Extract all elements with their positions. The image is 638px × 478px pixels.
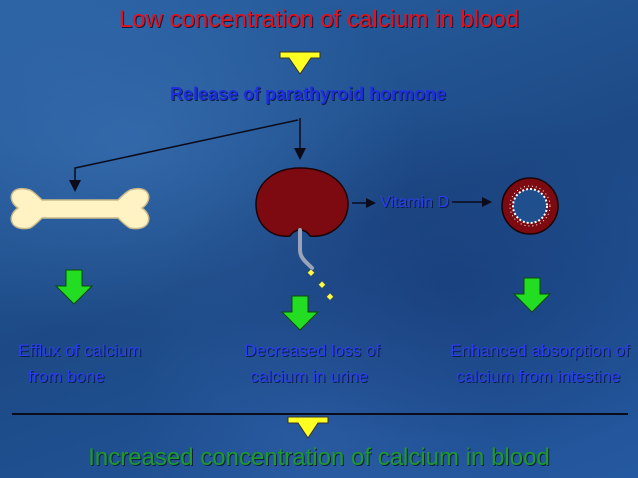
urine-droplets: [307, 268, 334, 301]
intestine-ring-icon: [501, 177, 559, 235]
parathyroid-hormone-label: Release of parathyroid hormone: [170, 84, 447, 104]
green-down-arrow-kidney: [280, 295, 320, 331]
yellow-down-arrow-bottom: [287, 416, 329, 439]
arrowhead-to-kidney: [294, 148, 306, 160]
green-down-arrow-intestine: [512, 277, 552, 313]
kidney-icon: [255, 167, 349, 270]
green-down-arrow-bone: [54, 269, 94, 305]
vitamin-d-label: Vitamin D: [380, 194, 450, 211]
arrow-kidney-to-vitamin: [352, 198, 376, 208]
arrowhead-to-bone: [69, 180, 81, 192]
hormone-branch-lines: [74, 118, 301, 182]
effect-bone-label: Efflux of calcium from bone: [18, 341, 142, 386]
top-title: Low concentration of calcium in blood: [118, 6, 520, 33]
bone-icon: [10, 187, 150, 230]
arrow-vitamin-to-intestine: [452, 197, 492, 207]
yellow-down-arrow-top: [279, 51, 321, 75]
effect-intestine-label: Enhanced absorption of calcium from inte…: [450, 341, 630, 386]
effect-kidney-label: Decreased loss of calcium in urine: [244, 341, 381, 386]
bottom-title: Increased concentration of calcium in bl…: [88, 444, 550, 471]
divider-line: [12, 413, 628, 415]
